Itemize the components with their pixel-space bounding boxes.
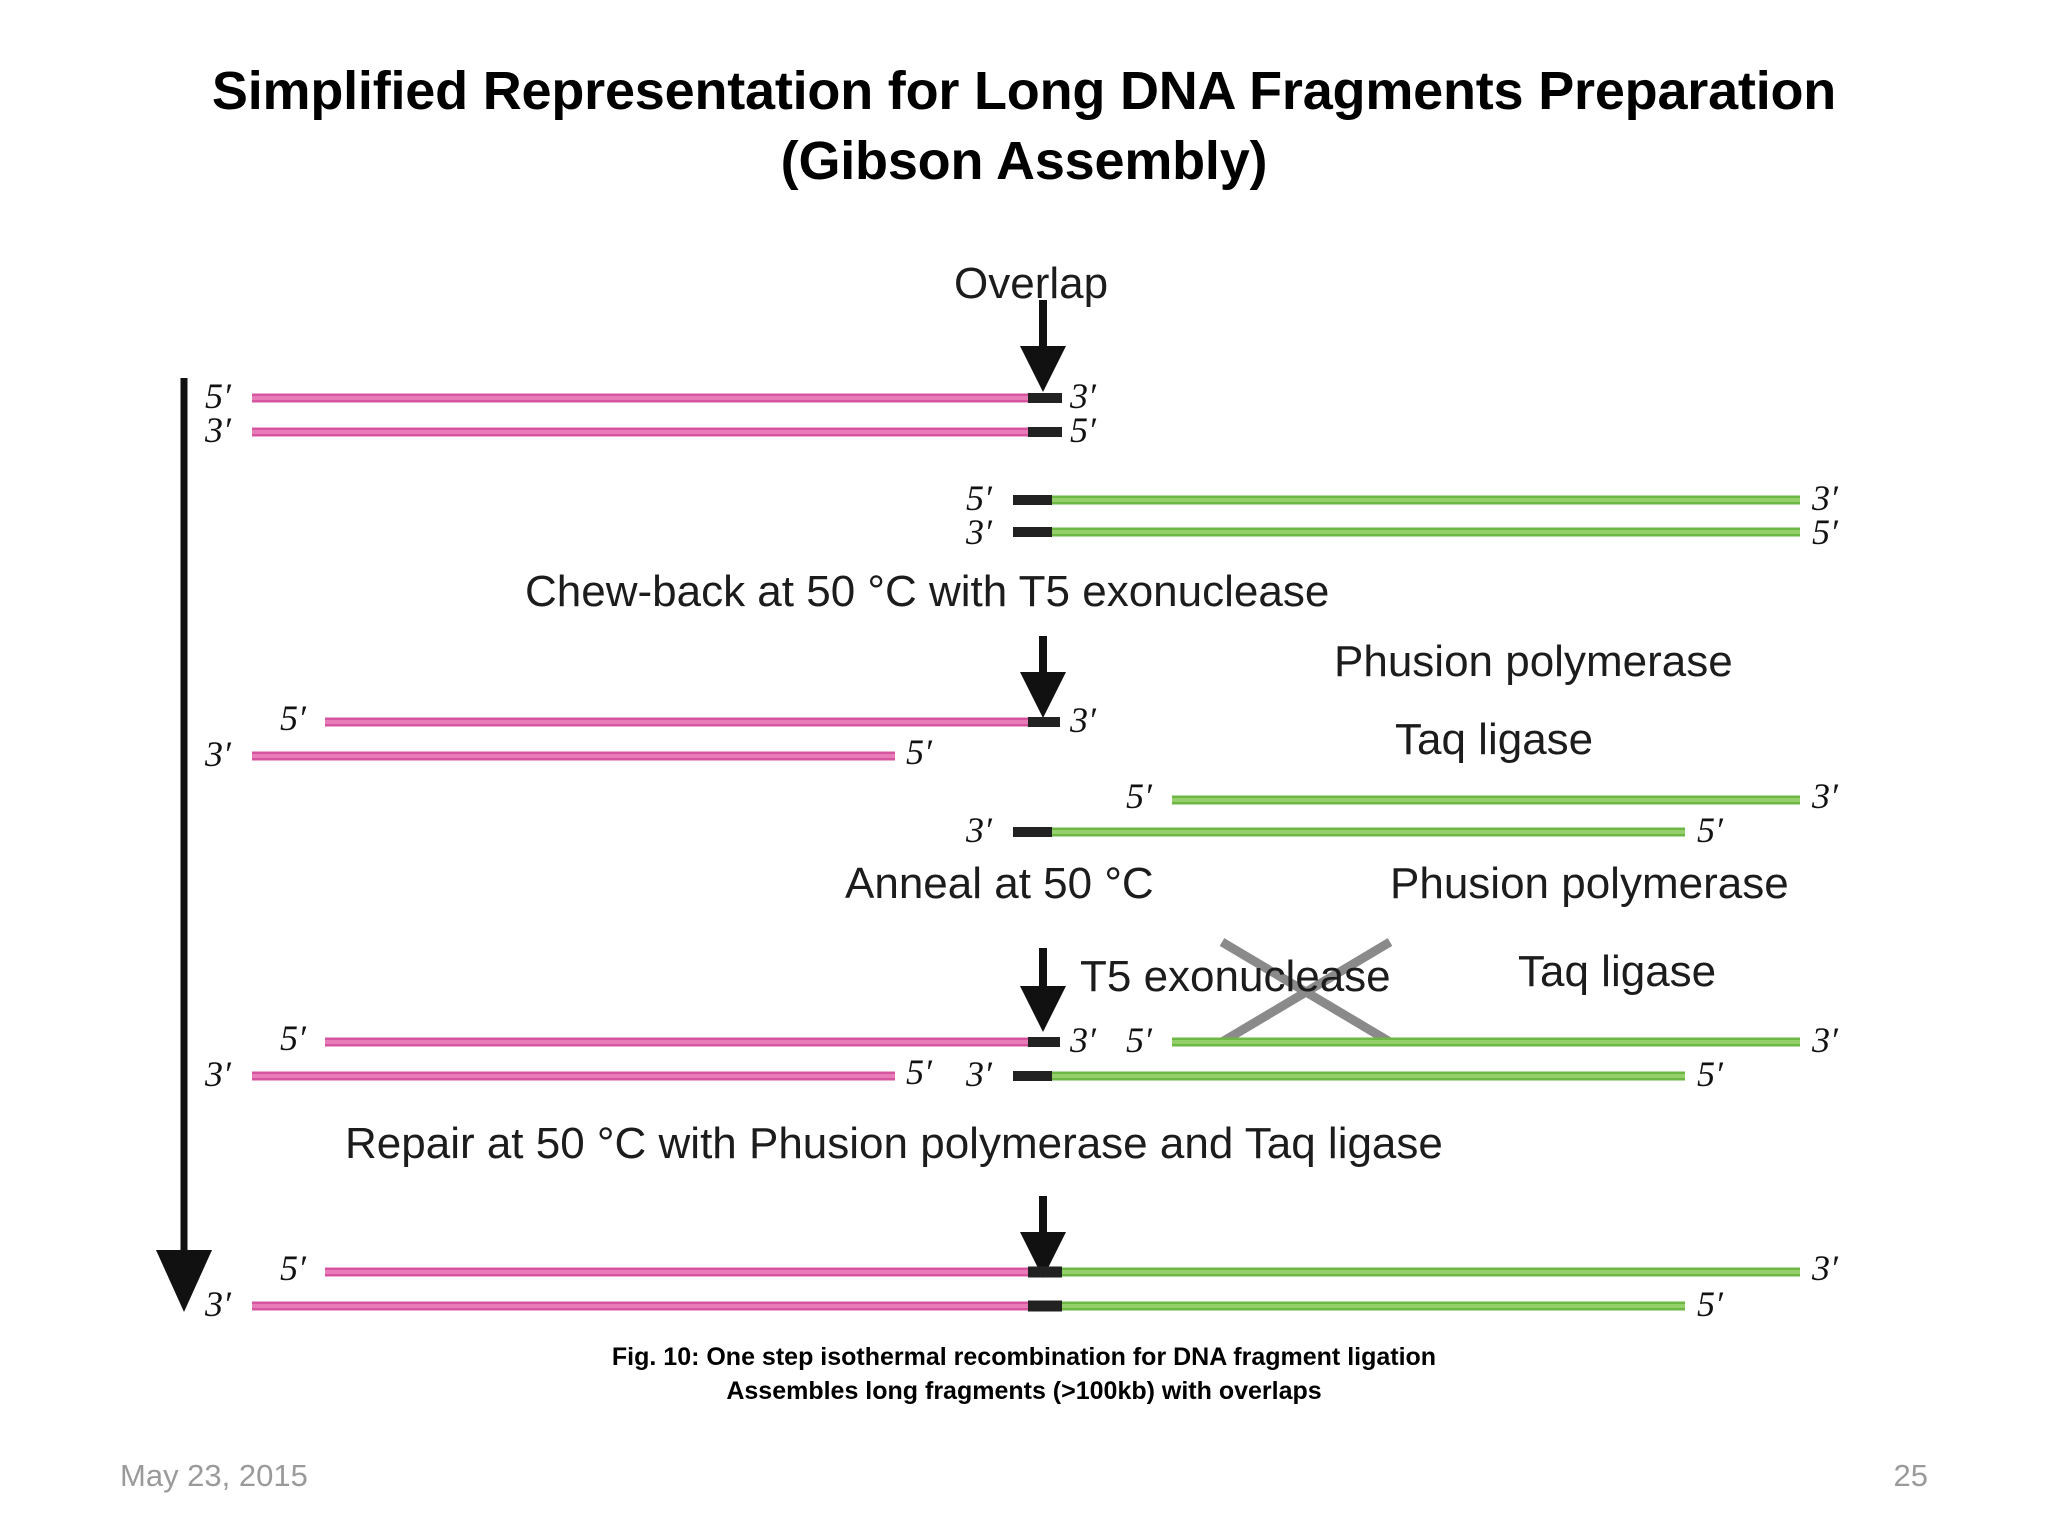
prime-r2-bot-right: 5′ [1812,512,1838,552]
prime-r3-top-right: 3′ [1070,700,1096,740]
row3-green-chewed [1013,795,1800,837]
repair-step-arrow [1020,1196,1066,1278]
prime-r1-top-left: 5′ [205,376,231,416]
prime-r1-top-right: 3′ [1070,376,1096,416]
prime-r5-green-bot-left: 3′ [966,1054,992,1094]
prime-r5-pink-top-left: 5′ [280,1018,306,1058]
anneal-step-arrow [1020,948,1066,1032]
prime-r6-top-left: 5′ [280,1248,306,1288]
prime-r5-green-top-left: 5′ [1126,1020,1152,1060]
anneal-step-label: Anneal at 50 °C [845,859,1154,908]
t5-exonuclease-label: T5 exonuclease [1080,952,1391,1001]
figure-caption-line-2: Assembles long fragments (>100kb) with o… [726,1377,1322,1405]
prime-r4-bot-right: 5′ [1697,810,1723,850]
prime-r1-bot-right: 5′ [1070,410,1096,450]
prime-r4-top-right: 3′ [1812,776,1838,816]
row4-annealed-green [1013,1037,1800,1081]
ligase-text-1: ligase [1465,715,1594,764]
prime-r4-bot-left: 3′ [966,810,992,850]
prime-r6-bot-left: 3′ [205,1284,231,1324]
footer-date: May 23, 2015 [120,1458,308,1493]
prime-r5-pink-top-right: 3′ [1070,1020,1096,1060]
process-direction-arrow [156,378,212,1312]
prime-r4-top-left: 5′ [1126,776,1152,816]
prime-r5-pink-bot-left: 3′ [205,1054,231,1094]
enzyme-taq-ligase-label-1: Taq ligase [1395,718,1593,762]
row4-annealed-pink [252,1037,1060,1081]
prime-r3-bot-left: 3′ [205,734,231,774]
page-title: Simplified Representation for Long DNA F… [0,56,2048,196]
overlap-label: Overlap [954,259,1109,308]
title-line-1: Simplified Representation for Long DNA F… [211,61,1837,121]
enzyme-taq-ligase-label-2: Taq ligase [1518,950,1716,994]
prime-r2-top-right: 3′ [1812,478,1838,518]
prime-r6-top-right: 3′ [1812,1248,1838,1288]
taq-italic-2: Taq [1518,947,1589,996]
prime-r3-bot-right: 5′ [906,732,932,772]
footer-page-number: 25 [1893,1458,1928,1493]
title-line-2: (Gibson Assembly) [780,131,1268,191]
taq-italic-1: Taq [1395,715,1466,764]
prime-r5-pink-bot-right: 5′ [906,1052,932,1092]
taq-italic-3: Taq [1244,1119,1316,1168]
repair-step-label: Repair at 50 °C with Phusion polymerase … [345,1122,1443,1166]
ligase-text-2: ligase [1588,947,1717,996]
chewback-step-label: Chew-back at 50 °C with T5 exonuclease [525,567,1330,616]
prime-r1-bot-left: 3′ [205,410,231,450]
enzyme-phusion-label-2: Phusion polymerase [1390,859,1789,908]
repair-prefix: Repair at 50 °C with Phusion polymerase … [345,1119,1245,1168]
prime-r3-top-left: 5′ [280,698,306,738]
chewback-step-arrow [1020,636,1066,718]
row1-green-duplex [1013,495,1800,537]
t5-exonuclease-cross-out [1219,938,1393,1046]
prime-r2-top-left: 5′ [966,478,992,518]
prime-r2-bot-left: 3′ [966,512,992,552]
prime-r6-bot-right: 5′ [1697,1284,1723,1324]
figure-caption-line-1: Fig. 10: One step isothermal recombinati… [611,1343,1437,1371]
overlap-arrow [1020,300,1066,392]
enzyme-phusion-label-1: Phusion polymerase [1334,637,1733,686]
row1-pink-duplex [252,393,1062,437]
repair-suffix: ligase [1315,1119,1443,1168]
prime-r5-green-bot-right: 5′ [1697,1054,1723,1094]
prime-r5-green-top-right: 3′ [1812,1020,1838,1060]
row2-pink-chewed [252,717,1060,761]
row5-final-product [252,1266,1800,1312]
